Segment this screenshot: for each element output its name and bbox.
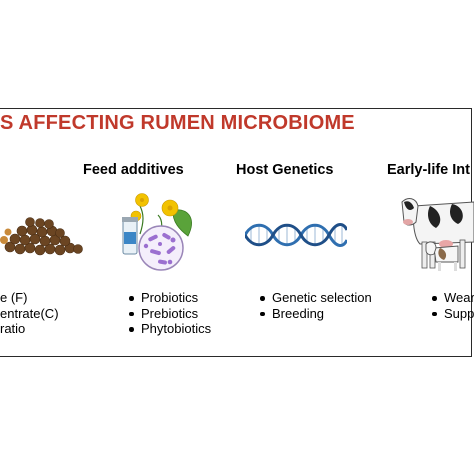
list-item: e (F) <box>0 290 28 305</box>
feed-list: e (F) entrate(C) ratio <box>0 290 59 337</box>
list-item: Genetic selection <box>259 290 372 306</box>
early-life-list: Wear Supp <box>431 290 474 321</box>
dna-helix-icon <box>245 223 347 247</box>
list-item: Wear <box>431 290 474 306</box>
list-item: Breeding <box>259 306 372 322</box>
herbs-vial-microbes-icon <box>122 193 192 271</box>
list-item: entrate(C) <box>0 305 59 321</box>
list-item: Probiotics <box>128 290 211 306</box>
heading-early-life: Early-life Int <box>387 162 470 178</box>
cow-and-calf-icon <box>401 198 474 271</box>
heading-feed-additives: Feed additives <box>83 162 184 178</box>
pellet-pile-icon <box>0 217 83 256</box>
heading-host-genetics: Host Genetics <box>236 162 334 178</box>
host-genetics-list: Genetic selection Breeding <box>259 290 372 321</box>
list-item: Prebiotics <box>128 306 211 322</box>
list-item: Supp <box>431 306 474 322</box>
feed-additives-list: Probiotics Prebiotics Phytobiotics <box>128 290 211 337</box>
list-item: ratio <box>0 321 26 336</box>
list-item: Phytobiotics <box>128 321 211 337</box>
panel-title: S AFFECTING RUMEN MICROBIOME <box>0 112 355 134</box>
